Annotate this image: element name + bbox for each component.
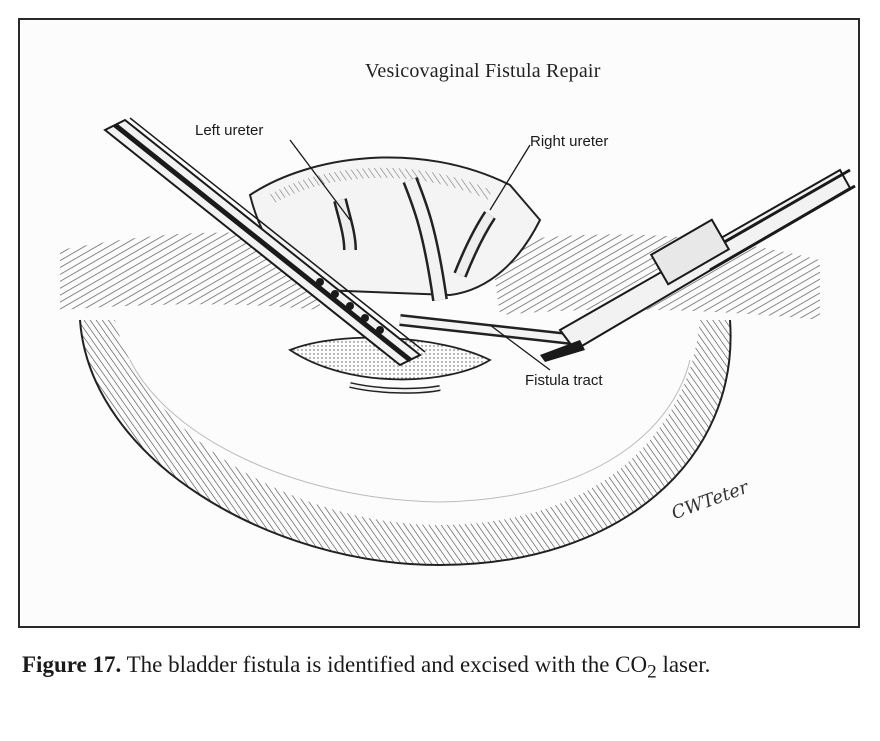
caption-text-end: laser. — [656, 652, 711, 677]
retractor-instrument — [103, 117, 426, 367]
caption-text: The bladder fistula is identified and ex… — [121, 652, 648, 677]
figure-caption: Figure 17. The bladder fistula is identi… — [22, 648, 862, 690]
label-left-ureter: Left ureter — [195, 122, 264, 139]
caption-subscript: 2 — [647, 661, 657, 683]
vaginal-cavity-inner — [115, 320, 700, 525]
caption-prefix: Figure 17. — [22, 652, 122, 677]
leader-fistula-tract — [489, 324, 551, 371]
laser-probe-instrument — [540, 168, 856, 362]
label-right-ureter: Right ureter — [530, 133, 609, 150]
leader-left-ureter — [289, 139, 351, 221]
surgical-illustration — [60, 117, 856, 567]
leader-right-ureter — [489, 144, 531, 211]
tissue-band-left — [60, 232, 320, 310]
label-fistula-tract: Fistula tract — [525, 372, 603, 389]
figure-title: Vesicovaginal Fistula Repair — [365, 60, 601, 82]
vaginal-opening — [288, 336, 492, 381]
figure-frame: Vesicovaginal Fistula Repair Left ureter… — [18, 18, 860, 628]
